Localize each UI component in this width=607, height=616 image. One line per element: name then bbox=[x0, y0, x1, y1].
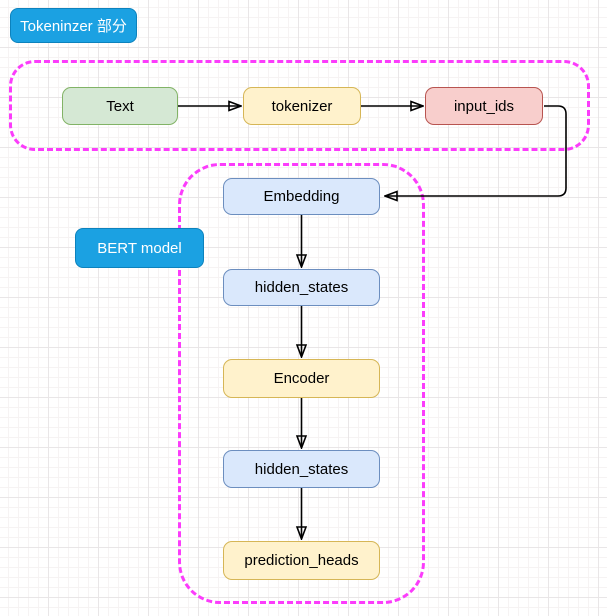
node-prediction-heads-label: prediction_heads bbox=[244, 552, 359, 569]
node-encoder[interactable]: Encoder bbox=[223, 359, 380, 398]
node-input-ids[interactable]: input_ids bbox=[425, 87, 543, 125]
node-tokenizer-label: tokenizer bbox=[271, 97, 333, 115]
node-text-label: Text bbox=[106, 97, 134, 115]
tokenizer-section-label[interactable]: Tokeninzer 部分 bbox=[10, 8, 137, 43]
node-hidden-states-2[interactable]: hidden_states bbox=[223, 450, 380, 488]
node-input-ids-label: input_ids bbox=[453, 97, 515, 115]
bert-model-label-text: BERT model bbox=[97, 239, 182, 257]
node-prediction-heads[interactable]: prediction_heads bbox=[223, 541, 380, 580]
node-text[interactable]: Text bbox=[62, 87, 178, 125]
node-hidden-states-2-label: hidden_states bbox=[254, 460, 349, 478]
node-embedding-label: Embedding bbox=[263, 188, 340, 205]
tokenizer-section-region[interactable] bbox=[9, 60, 590, 151]
node-encoder-label: Encoder bbox=[273, 370, 330, 387]
tokenizer-section-label-text: Tokeninzer 部分 bbox=[20, 18, 127, 35]
node-embedding[interactable]: Embedding bbox=[223, 178, 380, 215]
bert-model-section-region[interactable] bbox=[178, 163, 425, 604]
node-hidden-states-1-label: hidden_states bbox=[254, 279, 349, 296]
bert-model-label[interactable]: BERT model bbox=[75, 228, 204, 268]
node-hidden-states-1[interactable]: hidden_states bbox=[223, 269, 380, 306]
node-tokenizer[interactable]: tokenizer bbox=[243, 87, 361, 125]
